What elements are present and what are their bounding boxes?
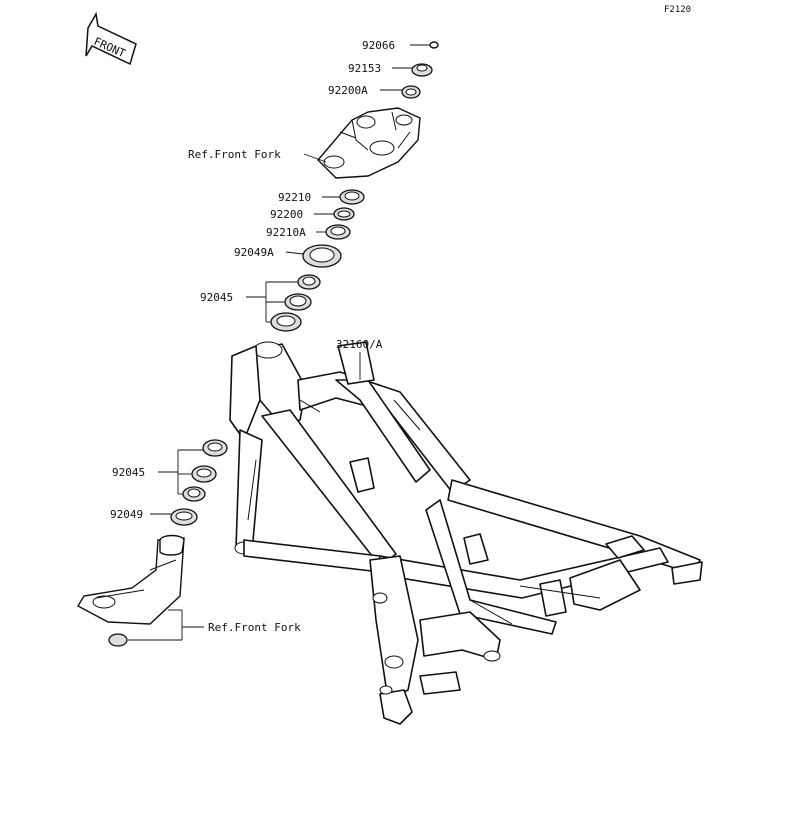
lower-triple-clamp xyxy=(77,534,185,647)
callout-92210: 92210 xyxy=(278,191,311,204)
part-92210A-nut xyxy=(325,224,351,240)
callout-92210A: 92210A xyxy=(266,226,306,239)
callout-92049A: 92049A xyxy=(234,246,274,259)
part-92153-nut xyxy=(411,63,433,77)
upper-triple-clamp xyxy=(317,107,421,179)
leader-lines xyxy=(128,44,430,641)
part-92049-seal xyxy=(170,508,198,526)
callout-92066: 92066 xyxy=(362,39,395,52)
callout-92045-upper: 92045 xyxy=(200,291,233,304)
figure-code: F2120 xyxy=(664,5,691,15)
callout-92200: 92200 xyxy=(270,208,303,221)
callout-92200A: 92200A xyxy=(328,84,368,97)
callout-ref-front-fork-lower: Ref.Front Fork xyxy=(208,621,301,634)
part-92045-upper-bearings xyxy=(270,274,321,332)
callout-92153: 92153 xyxy=(348,62,381,75)
part-92200-washer xyxy=(333,207,355,221)
part-92066-nut xyxy=(429,41,439,49)
part-92210-nut xyxy=(339,189,365,205)
callout-92049: 92049 xyxy=(110,508,143,521)
callout-ref-front-fork-upper: Ref.Front Fork xyxy=(188,148,281,161)
part-92200A-washer xyxy=(401,85,421,99)
part-92049A-seal xyxy=(302,244,342,268)
front-arrow-icon: FRONT xyxy=(85,11,137,66)
part-92045-lower-bearings xyxy=(182,439,228,502)
main-frame xyxy=(229,341,703,725)
callout-32160A: 32160/A xyxy=(336,338,383,351)
callout-92045-lower: 92045 xyxy=(112,466,145,479)
